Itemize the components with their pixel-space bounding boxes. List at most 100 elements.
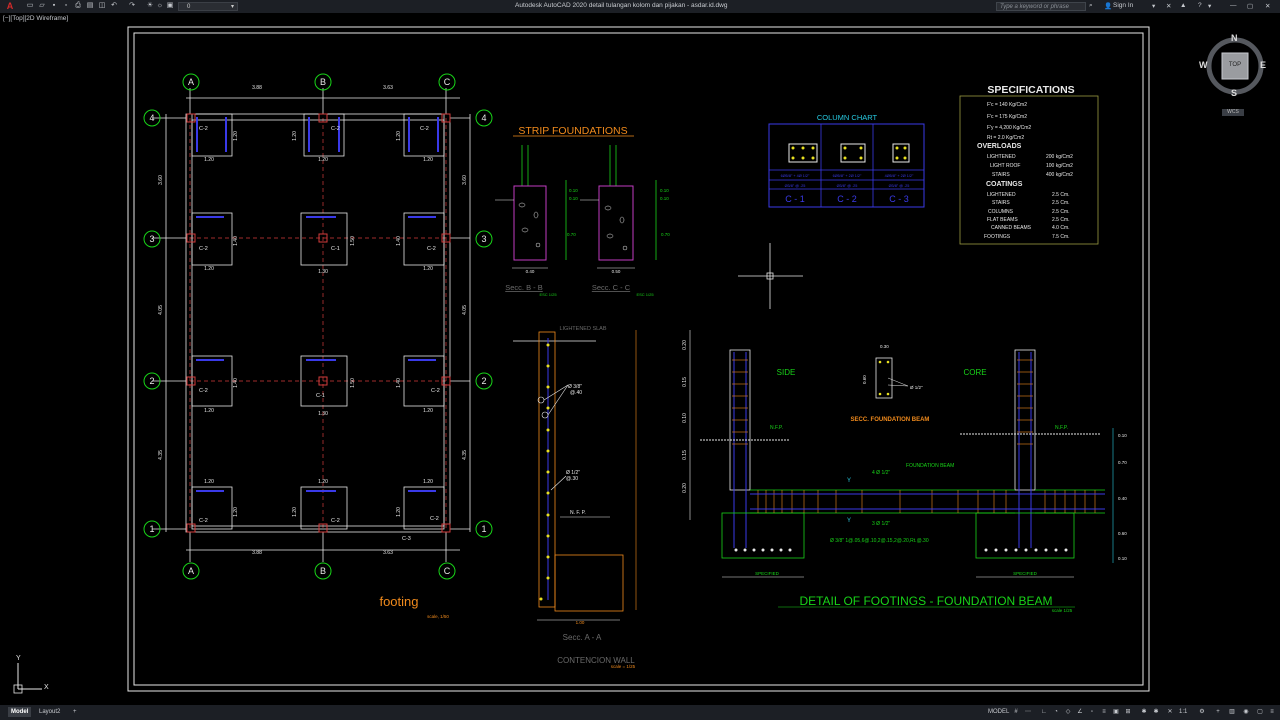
snap-icon[interactable]: ⋯ xyxy=(1025,709,1031,715)
chevron-down-icon[interactable]: ▾ xyxy=(1152,3,1156,10)
dim-footing-height: 1.40 xyxy=(233,236,239,246)
strip-dim-height: 0.70 xyxy=(567,232,576,237)
undo-icon[interactable]: ↶ xyxy=(111,2,117,9)
add-layout-icon[interactable]: + xyxy=(73,709,77,715)
sun-icon[interactable]: ☼ xyxy=(156,2,164,9)
application-menu-button[interactable]: A xyxy=(6,1,14,11)
selection-cycling-icon[interactable]: ⊞ xyxy=(1125,709,1131,715)
detail-right-dim: 0.10 xyxy=(1118,556,1127,561)
tab-model[interactable]: Model xyxy=(8,707,32,717)
grid-icon[interactable]: # xyxy=(1014,709,1018,715)
detail-right-dim: 0.10 xyxy=(1118,433,1127,438)
clean-screen-icon[interactable]: ▢ xyxy=(1257,709,1263,715)
dim-right-32: 4.05 xyxy=(462,305,468,315)
strip-dim-small: 0.10 xyxy=(660,196,669,201)
viewcube-icon[interactable] xyxy=(1205,32,1265,96)
save-as-icon[interactable]: ▫ xyxy=(64,2,68,9)
exchange-icon[interactable]: ✕ xyxy=(1166,3,1172,10)
new-icon[interactable]: ▭ xyxy=(26,2,34,9)
help-icon[interactable]: ? xyxy=(1198,2,1202,9)
sign-in-link[interactable]: Sign In xyxy=(1113,2,1134,9)
gear-icon[interactable]: ⚙ xyxy=(1199,709,1205,715)
column-label: C-2 xyxy=(199,246,208,252)
autodesk-icon[interactable]: ▲ xyxy=(1180,2,1187,9)
coating-value: 7.5 Cm. xyxy=(1052,234,1070,240)
wall-rebar: Ø 1/2" xyxy=(566,470,580,476)
redo-icon[interactable]: ↷ xyxy=(129,2,135,9)
section-y-label: Y xyxy=(847,518,851,524)
chevron-down-icon[interactable]: ▾ xyxy=(1208,3,1212,10)
share-icon[interactable]: ◫ xyxy=(98,2,106,9)
user-icon[interactable]: 👤 xyxy=(1104,3,1113,10)
spec-line: Rt = 2.0 Kg/Cm2 xyxy=(987,135,1024,141)
ucs-icon: Y X xyxy=(13,655,49,694)
dim-footing-height: 1.20 xyxy=(233,131,239,141)
window-title: Autodesk AutoCAD 2020 detail tulangan ko… xyxy=(515,2,728,9)
object-snap-tracking-icon[interactable]: ∠ xyxy=(1077,709,1083,715)
maximize-icon[interactable]: ▢ xyxy=(1247,3,1254,10)
dim-footing-width: 1.20 xyxy=(204,408,214,414)
plot-icon[interactable]: ▤ xyxy=(86,2,94,9)
search-input[interactable]: Type a keyword or phrase xyxy=(996,2,1086,11)
wall-section-label: Secc. A - A xyxy=(563,633,602,642)
autoscale-icon[interactable]: ✱ xyxy=(1153,709,1159,715)
dim-footing-height: 1.40 xyxy=(233,378,239,388)
ortho-icon[interactable]: ∟ xyxy=(1041,709,1047,715)
lightbulb-icon[interactable]: ☀ xyxy=(146,2,154,9)
dim-bottom-ab: 3.88 xyxy=(252,550,262,556)
compass-north[interactable]: N xyxy=(1231,33,1238,43)
compass-east[interactable]: E xyxy=(1260,60,1267,70)
hardware-acceleration-icon[interactable]: ▥ xyxy=(1229,709,1235,715)
tab-layout2[interactable]: Layout2 xyxy=(39,709,61,715)
wall-rebar: Ø 3/8" xyxy=(568,384,582,390)
dim-footing-height: 1.50 xyxy=(350,236,356,246)
layer-dropdown[interactable]: 0▾ xyxy=(178,2,238,11)
annotation-visibility-icon[interactable]: ✱ xyxy=(1141,709,1147,715)
lock-icon[interactable]: ▣ xyxy=(166,2,174,9)
wall-slab-label: LIGHTENED SLAB xyxy=(559,326,606,332)
dim-footing-height: 1.40 xyxy=(396,236,402,246)
dim-footing-width: 1.20 xyxy=(318,157,328,163)
coating-name: LIGHTENED xyxy=(987,192,1016,198)
save-icon[interactable]: ▪ xyxy=(52,2,56,9)
nfp-label: N.F.P. xyxy=(1055,425,1068,431)
compass-south[interactable]: S xyxy=(1231,88,1238,98)
wall-rebar-spacing: @.40 xyxy=(570,390,582,396)
dim-right-21: 4.35 xyxy=(462,450,468,460)
search-icon[interactable]: ⌕ xyxy=(1089,2,1093,9)
compass-west[interactable]: W xyxy=(1199,60,1208,70)
polar-icon[interactable]: ◔ xyxy=(1054,709,1058,715)
object-snap-icon[interactable]: ▫ xyxy=(1090,709,1094,715)
footing-detail: 0.20 0.15 0.10 0.15 0.20 xyxy=(682,330,1127,613)
isodraft-icon[interactable]: ◇ xyxy=(1065,709,1071,715)
coating-name: STAIRS xyxy=(992,200,1010,206)
viewcube[interactable]: TOP N S W E xyxy=(1199,32,1267,98)
column-label: C-2 xyxy=(427,246,436,252)
overload-name: LIGHTENED xyxy=(987,154,1016,160)
column-type-label: C - 1 xyxy=(785,194,805,204)
close-icon[interactable]: ✕ xyxy=(1265,3,1271,10)
transparency-icon[interactable]: ▣ xyxy=(1113,709,1119,715)
print-icon[interactable]: ⎙ xyxy=(75,2,81,9)
annotation-scale-icon[interactable]: ✕ xyxy=(1167,709,1173,715)
plus-icon[interactable]: + xyxy=(1216,709,1220,715)
model-space-toggle[interactable]: MODEL xyxy=(988,709,1010,715)
viewport-controls[interactable]: [−][Top][2D Wireframe] xyxy=(3,15,69,22)
column-rebar: 6Ø5/8" + 4Ø 1/2" xyxy=(781,174,810,178)
axis-label-top-a: A xyxy=(188,77,194,87)
lineweight-icon[interactable]: ≡ xyxy=(1102,709,1106,715)
minimize-icon[interactable]: — xyxy=(1230,2,1237,9)
contencion-wall: LIGHTENED SLAB Ø 3/8" @.40 Ø 1/2" @.30 N… xyxy=(513,326,637,669)
overload-value: 200 kg/Cm2 xyxy=(1046,154,1073,160)
customization-icon[interactable]: ≡ xyxy=(1270,709,1274,715)
beam-top-bars: 4 Ø 1/2" xyxy=(872,470,890,476)
isolate-objects-icon[interactable]: ◉ xyxy=(1243,709,1249,715)
wcs-menu[interactable]: WCS xyxy=(1222,109,1244,116)
specifications: SPECIFICATIONS F'c = 140 Kg/Cm2 F'c = 17… xyxy=(959,84,1099,245)
dim-footing-height: 1.20 xyxy=(292,131,298,141)
coating-name: FLAT BEAMS xyxy=(987,217,1018,223)
open-icon[interactable]: ▱ xyxy=(39,2,45,9)
drawing-canvas[interactable]: A B C A B C 4 3 2 1 4 3 2 1 3.88 3.63 3.… xyxy=(0,13,1280,705)
annotation-scale-value[interactable]: 1:1 xyxy=(1179,709,1188,715)
viewcube-top-face[interactable]: TOP xyxy=(1228,62,1242,68)
